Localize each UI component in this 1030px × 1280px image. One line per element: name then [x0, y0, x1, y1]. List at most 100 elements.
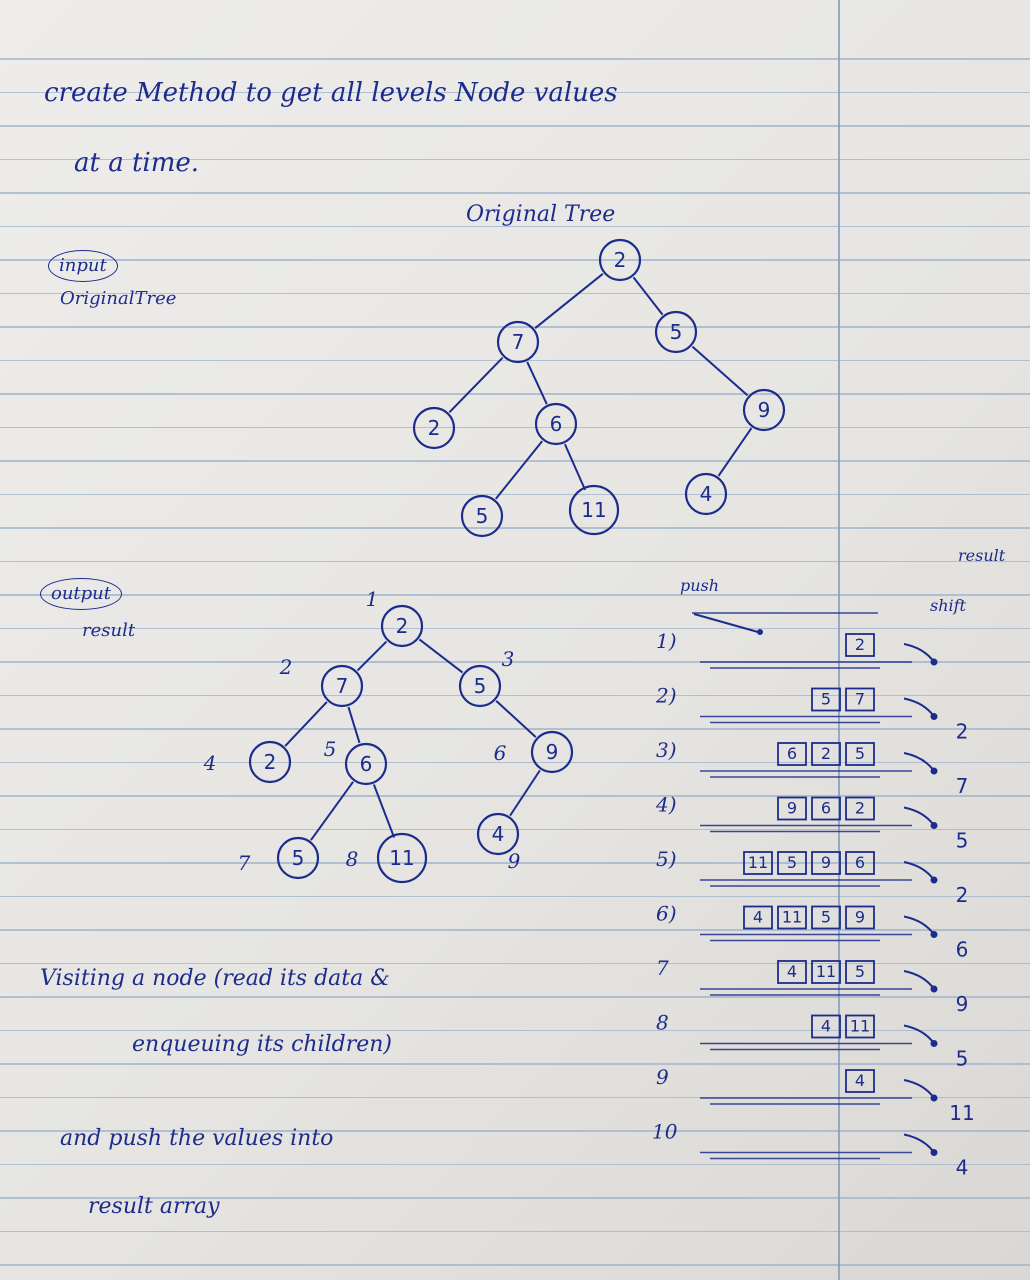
result-tree-edge-r-rr: [495, 700, 537, 738]
result-tree-visit-order: 3: [502, 647, 515, 671]
queue-item-value: 7: [855, 690, 865, 709]
result-label: result: [958, 546, 1006, 565]
shift-arrow-head: [930, 985, 938, 993]
step-number: 10: [652, 1120, 678, 1144]
rule-line: [0, 527, 1030, 529]
result-tree-node-rr: 9: [530, 730, 574, 774]
step-number: 5): [656, 847, 677, 871]
shift-arrow-head: [930, 822, 938, 829]
note-line-2: enqueuing its children): [132, 1032, 393, 1057]
queue-item-value: 2: [855, 635, 865, 654]
shift-arrow: [903, 752, 935, 772]
queue-item-value: 9: [855, 908, 865, 927]
result-tree-edge-root-r: [418, 638, 464, 674]
rule-line: [0, 761, 1030, 764]
rule-line: [0, 259, 1030, 261]
queue-item-box: 11: [743, 851, 773, 875]
queue-item-value: 2: [855, 799, 865, 818]
margin-line: [838, 0, 840, 1280]
original-tree-edge-root-l: [534, 273, 604, 329]
rule-line: [0, 393, 1030, 395]
result-tree-visit-order: 1: [366, 587, 379, 611]
queue-item-box: 4: [845, 1069, 875, 1093]
step-number: 3): [656, 738, 677, 762]
queue-item-box: 6: [845, 851, 875, 875]
result-tree-node-value: 2: [396, 614, 409, 638]
original-tree-node-value: 11: [581, 498, 606, 522]
original-tree-edge-l-ll: [448, 357, 504, 413]
rule-line: [0, 1029, 1030, 1032]
result-tree-node-root: 2: [380, 604, 424, 648]
title-line-1: create Method to get all levels Node val…: [44, 78, 618, 108]
result-tree-visit-order: 2: [279, 655, 293, 679]
step-number: 2): [655, 684, 677, 708]
step-number: 7: [656, 956, 669, 980]
rule-line: [0, 1163, 1030, 1166]
shifted-result-value: 2: [956, 720, 969, 744]
push-arrow: [693, 613, 759, 633]
title-line-2: at a time.: [74, 148, 200, 178]
output-label: output: [40, 578, 123, 610]
result-tree-visit-order: 8: [346, 847, 359, 871]
original-tree-node-value: 6: [550, 412, 563, 436]
rule-line: [0, 1063, 1030, 1065]
rule-line: [0, 862, 1030, 864]
shift-arrow: [903, 915, 935, 936]
queue-step-row: 104: [652, 1120, 968, 1180]
queue-item-box: 9: [811, 851, 841, 875]
original-tree-node-lrr: 11: [568, 484, 620, 536]
queue-item-box: 5: [845, 742, 875, 766]
original-tree-node-value: 2: [614, 248, 627, 272]
result-tree-node-value: 11: [389, 846, 414, 870]
shift-arrow-head: [930, 1094, 938, 1102]
original-tree-node-l: 7: [496, 320, 540, 364]
queue-item-value: 11: [850, 1017, 870, 1036]
original-tree-node-value: 5: [476, 504, 489, 528]
shift-arrow: [903, 643, 935, 663]
shifted-result-value: 9: [956, 992, 969, 1016]
shift-arrow: [903, 806, 935, 827]
queue-item-value: 5: [787, 853, 797, 872]
original-tree-node-root: 2: [598, 238, 642, 282]
queue-item-value: 2: [821, 744, 831, 763]
rule-line: [0, 996, 1030, 998]
note-line-3: and push the values into: [60, 1126, 334, 1151]
queue-item-box: 9: [845, 905, 875, 930]
result-tree-edge-root-l: [356, 640, 388, 672]
rule-line: [0, 694, 1030, 697]
result-tree-node-value: 5: [292, 846, 305, 870]
queue-item-value: 5: [855, 962, 865, 981]
original-tree-node-value: 4: [700, 482, 713, 506]
queue-item-value: 6: [787, 744, 797, 763]
rule-line: [0, 359, 1030, 362]
result-tree-node-value: 2: [264, 750, 277, 774]
queue-item-value: 6: [855, 853, 865, 872]
rule-line: [0, 326, 1030, 328]
rule-line: [0, 895, 1030, 898]
result-tree-node-value: 4: [492, 822, 505, 846]
step-number: 8: [656, 1011, 669, 1035]
original-tree-node-value: 9: [758, 398, 771, 422]
rule-line: [0, 594, 1030, 596]
queue-item-value: 11: [816, 962, 836, 981]
original-tree-node-value: 5: [670, 320, 683, 344]
rule-line: [0, 1264, 1030, 1266]
shift-arrow: [903, 1079, 935, 1099]
queue-item-box: 4: [743, 905, 773, 930]
result-tree-visit-order: 5: [324, 737, 337, 761]
result-tree-visit-order: 6: [494, 741, 507, 765]
rule-line: [0, 292, 1030, 295]
original-tree-edge-l-lr: [526, 361, 548, 405]
queue-item-box: 2: [845, 796, 875, 821]
note-line-1: Visiting a node (read its data &: [40, 966, 390, 991]
step-number: 9: [656, 1065, 669, 1089]
queue-item-box: 9: [777, 796, 807, 821]
rule-line: [0, 158, 1030, 161]
original-tree-edge-lr-lrr: [563, 443, 587, 491]
queue-item-box: 2: [811, 742, 841, 766]
